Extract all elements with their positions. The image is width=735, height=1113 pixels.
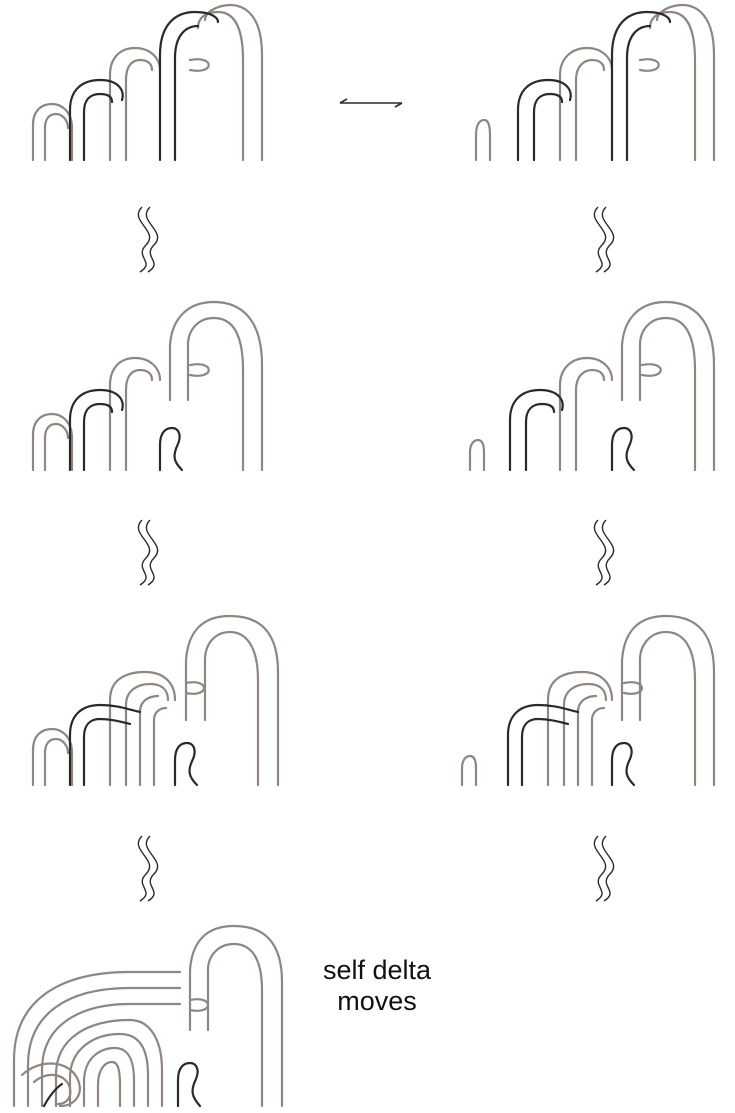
strand-clasp — [175, 743, 197, 785]
strand-big-arch — [640, 632, 695, 785]
strand-dark-left-inner — [84, 94, 112, 160]
strand-left-lobe — [33, 729, 72, 785]
strand-nest-7 — [98, 1062, 120, 1106]
strand-u-3 — [140, 696, 158, 785]
strand-dark-arch-inner — [175, 26, 198, 160]
diagram-panel-r2-right — [470, 302, 714, 470]
strand-hook-band — [190, 59, 209, 71]
strand-outer-arch — [650, 12, 695, 160]
strand-u-4 — [592, 708, 604, 785]
strand-big-arch — [640, 318, 695, 470]
strand-mid-arch — [560, 358, 612, 470]
strand-big-arch-outer — [170, 302, 262, 470]
strand-hook-band — [186, 682, 204, 694]
strand-small-loop — [476, 120, 490, 160]
strand-mid-arch — [110, 358, 160, 470]
move-label-line1: self delta — [312, 955, 442, 986]
strand-inner-arch — [205, 5, 262, 160]
strand-swirl-2 — [34, 1075, 70, 1104]
strand-dark-arch — [160, 12, 218, 160]
strand-swirl-1 — [22, 1064, 80, 1106]
strand-dark-left — [70, 390, 123, 470]
equivalence-sign-r3-right — [594, 836, 613, 901]
strand-big-arch — [205, 632, 258, 785]
strand-left-lobe — [33, 414, 72, 470]
strand-clasp — [160, 428, 182, 470]
equivalence-sign-r2-right — [594, 520, 613, 585]
diagram-panel-r3-right — [462, 616, 714, 785]
strand-dark-diag — [44, 1084, 62, 1106]
diagram-panel-r4-left — [14, 926, 282, 1106]
self-delta-moves-label: self delta moves — [312, 955, 442, 1017]
strand-hook-band — [642, 364, 661, 376]
strand-big-arch — [188, 318, 243, 470]
strand-mid-arch-inner — [576, 370, 604, 470]
strand-hook-band — [190, 364, 209, 376]
strand-hook-band — [640, 59, 659, 71]
diagram-panel-r1-right — [476, 5, 714, 160]
equivalence-sign-r3-left — [138, 836, 157, 901]
strand-left-lobe-inner — [45, 424, 68, 470]
strand-hook-band — [190, 999, 208, 1011]
strand-dark-arch-inner — [627, 26, 650, 160]
relation-arrow-r1 — [340, 99, 402, 107]
strand-mid-arch-inner — [126, 60, 152, 160]
strand-left-lobe-inner — [45, 114, 68, 160]
strand-u-3 — [578, 696, 596, 785]
strand-big-arch-outer — [186, 616, 278, 785]
strand-dark-left-inner — [534, 94, 562, 160]
strand-nest-5 — [70, 1034, 148, 1106]
strand-small-loop — [470, 440, 484, 470]
equivalence-sign-r1-right — [594, 207, 613, 272]
move-label-line2: moves — [312, 986, 442, 1017]
strand-clasp — [612, 743, 634, 785]
strand-dark-left-inner — [522, 719, 568, 785]
diagram-panel-r1-left — [33, 5, 262, 160]
strand-mid-arch — [110, 48, 160, 160]
strand-big-arch-outer — [190, 926, 282, 1106]
strand-dark-left-inner — [84, 719, 130, 785]
strand-big-arch — [208, 944, 262, 1106]
strand-dark-left-inner — [526, 404, 554, 470]
strand-outer-arch — [198, 12, 243, 160]
diagram-panel-r3-left — [33, 616, 278, 785]
strand-dark-left-inner — [84, 404, 112, 470]
strand-dark-left — [510, 390, 563, 470]
strand-dark-left — [70, 705, 140, 785]
strand-u-4 — [154, 708, 166, 785]
strand-big-arch-outer — [622, 616, 714, 785]
strand-mid-arch-inner — [126, 370, 152, 470]
strand-left-lobe-inner — [45, 739, 68, 785]
strand-dark-arch — [612, 12, 670, 160]
strand-dark-left — [518, 80, 571, 160]
strand-mid-arch — [560, 48, 612, 160]
strand-dark-left — [70, 80, 123, 160]
strand-dark-left — [508, 705, 578, 785]
equivalence-sign-r2-left — [138, 520, 157, 585]
strand-mid-arch-inner — [576, 60, 604, 160]
strand-inner-arch — [657, 5, 714, 160]
strand-clasp — [612, 428, 634, 470]
strand-big-arch-outer — [622, 302, 714, 470]
diagram-panel-r2-left — [33, 302, 262, 470]
strand-left-lobe — [33, 104, 72, 160]
equivalence-sign-r1-left — [138, 207, 157, 272]
strand-nest-6 — [84, 1048, 134, 1106]
strand-small-loop — [462, 756, 476, 785]
strand-nest-3 — [42, 1004, 180, 1106]
strand-clasp — [178, 1063, 200, 1106]
